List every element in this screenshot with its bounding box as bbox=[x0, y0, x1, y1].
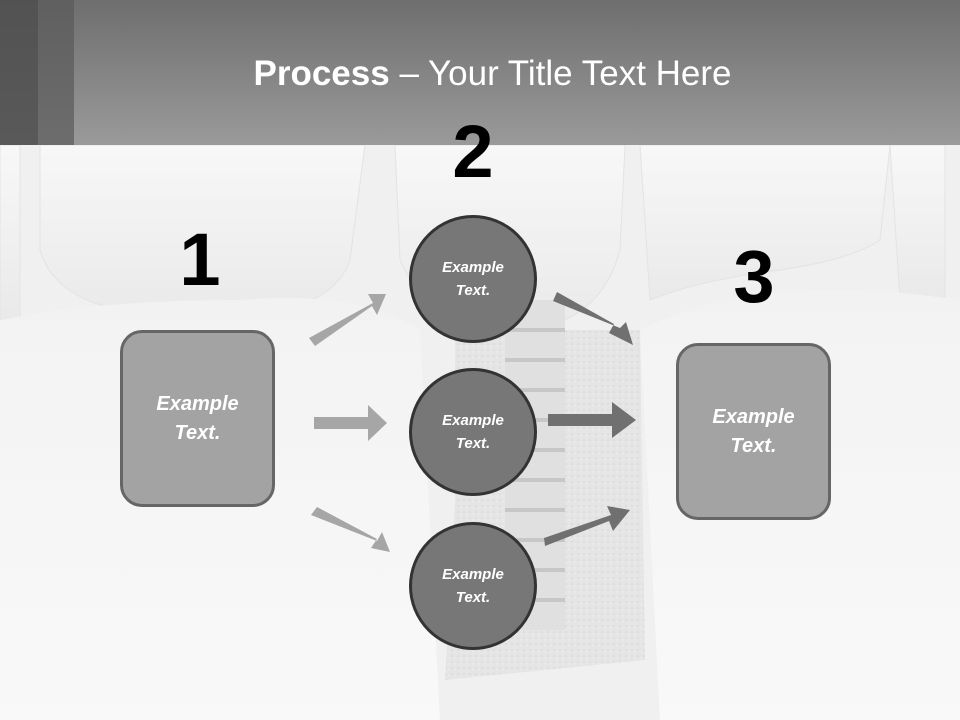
title-banner: Process – Your Title Text Here bbox=[0, 0, 960, 145]
step-3-box: Example Text. bbox=[676, 343, 831, 520]
arrow-2-to-3-top bbox=[553, 292, 633, 345]
step-2-circle-bottom: Example Text. bbox=[409, 522, 537, 650]
title-bold: Process bbox=[253, 54, 390, 93]
step-2-circle-text: Example Text. bbox=[442, 259, 504, 299]
arrow-1-to-2-bottom bbox=[311, 507, 390, 552]
arrow-2-to-3-middle bbox=[548, 402, 636, 438]
title-dash: – bbox=[389, 54, 428, 93]
arrow-1-to-2-top bbox=[309, 294, 386, 346]
step-2-circle-text: Example Text. bbox=[442, 566, 504, 606]
title-rest: Your Title Text Here bbox=[428, 54, 732, 93]
page-title: Process – Your Title Text Here bbox=[0, 54, 960, 94]
header-accent-bar bbox=[38, 0, 74, 145]
step-3-text: Example Text. bbox=[712, 405, 795, 457]
arrow-group-left bbox=[309, 294, 390, 552]
step-2-circle-text: Example Text. bbox=[442, 412, 504, 452]
arrow-group-right bbox=[544, 292, 636, 546]
step-1-box: Example Text. bbox=[120, 330, 275, 507]
step-1-text: Example Text. bbox=[156, 392, 239, 444]
arrow-2-to-3-bottom bbox=[544, 506, 630, 546]
step-number-2: 2 bbox=[452, 110, 494, 193]
step-2-circle-top: Example Text. bbox=[409, 215, 537, 343]
step-number-1: 1 bbox=[179, 218, 221, 301]
step-number-3: 3 bbox=[733, 235, 775, 318]
header-accent-bar bbox=[0, 0, 38, 145]
arrow-1-to-2-middle bbox=[314, 405, 387, 441]
step-2-circle-middle: Example Text. bbox=[409, 368, 537, 496]
